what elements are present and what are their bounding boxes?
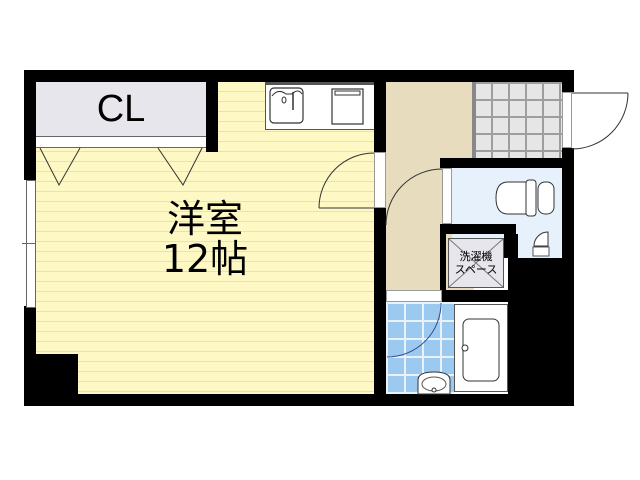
toilet-door-opening[interactable] bbox=[442, 168, 452, 224]
window-left-divider bbox=[22, 243, 36, 244]
wall-left-upper bbox=[24, 70, 36, 180]
wall-room-hallway-lower bbox=[374, 208, 386, 406]
washer-cross-icon bbox=[448, 238, 504, 288]
entrance-door-swing-icon bbox=[571, 92, 629, 150]
room-size: 12帖 bbox=[161, 236, 249, 281]
toilet-small-sink-icon bbox=[532, 231, 550, 257]
stove-icon bbox=[331, 88, 364, 125]
washer-label-1: 洗濯機 bbox=[459, 249, 493, 263]
washer-space: 洗濯機 スペース bbox=[448, 238, 504, 288]
wall-right-upper bbox=[562, 70, 574, 92]
genkan-tile-floor bbox=[474, 82, 562, 158]
room-door-opening[interactable] bbox=[374, 152, 386, 208]
wall-toilet-top bbox=[440, 158, 562, 168]
closet-door-strip bbox=[36, 137, 206, 148]
room-name: 洋室 bbox=[166, 197, 243, 241]
closet: CL bbox=[36, 82, 206, 137]
entrance-door-opening[interactable] bbox=[562, 92, 572, 148]
western-room-label: 洋室 12帖 bbox=[140, 197, 270, 281]
bathtub-icon bbox=[461, 318, 500, 382]
wall-right-block bbox=[516, 258, 562, 406]
wall-washer-left bbox=[440, 234, 446, 290]
closet-side-wall bbox=[206, 82, 218, 152]
wall-room-hallway-upper bbox=[374, 82, 386, 152]
wall-toilet-bottom bbox=[440, 224, 514, 234]
wall-washer-bath-right bbox=[508, 234, 518, 406]
wall-bottom bbox=[24, 394, 574, 406]
toilet-door-swing-icon bbox=[385, 168, 443, 226]
toilet-icon bbox=[495, 179, 555, 217]
wall-hallway-genkan bbox=[472, 82, 476, 158]
wall-corner-block bbox=[24, 354, 78, 406]
wall-top bbox=[24, 70, 574, 82]
window-left[interactable] bbox=[26, 180, 36, 308]
room-door-swing-icon bbox=[318, 152, 375, 209]
wall-bath-top bbox=[442, 290, 508, 302]
closet-door-swing-icon bbox=[39, 147, 203, 187]
kitchen-sink-icon bbox=[269, 87, 304, 124]
closet-label: CL bbox=[96, 87, 146, 130]
bath-door-opening[interactable] bbox=[386, 290, 442, 302]
washbasin-icon bbox=[417, 371, 451, 395]
bath-door-swing-icon bbox=[386, 302, 442, 358]
washer-label-2: スペース bbox=[454, 263, 498, 276]
wall-right-lower bbox=[562, 148, 574, 406]
